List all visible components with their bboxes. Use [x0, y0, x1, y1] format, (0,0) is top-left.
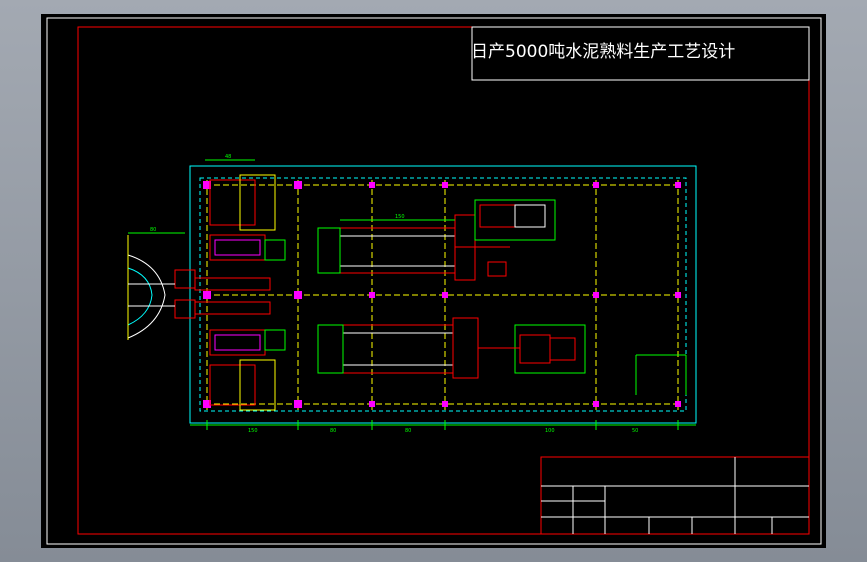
drawing-border — [77, 26, 810, 535]
outer-frame — [46, 17, 822, 545]
dim-bottom-3: 80 — [405, 428, 411, 434]
lower-equipment — [317, 317, 586, 379]
title-box — [471, 26, 810, 81]
cad-canvas[interactable] — [41, 14, 826, 548]
left-machinery — [174, 174, 286, 411]
dim-upper-kiln: 150 — [395, 214, 405, 220]
dim-left: 80 — [150, 227, 156, 233]
title-block — [540, 456, 810, 535]
building-outline — [189, 165, 697, 424]
left-arc — [127, 235, 175, 340]
drawing-title: 日产5000吨水泥熟料生产工艺设计 — [471, 42, 736, 62]
dim-bottom-4: 100 — [545, 428, 555, 434]
dim-bottom-5: 50 — [632, 428, 638, 434]
upper-equipment — [317, 199, 556, 281]
dim-top: 48 — [225, 154, 231, 160]
dim-bottom-1: 150 — [248, 428, 258, 434]
dimension-lines — [128, 159, 696, 430]
columns — [203, 181, 681, 408]
dim-bottom-2: 80 — [330, 428, 336, 434]
